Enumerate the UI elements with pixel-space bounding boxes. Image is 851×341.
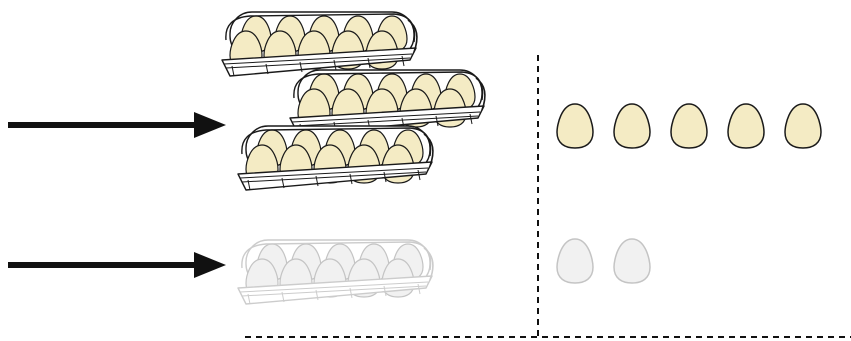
right-arrow-icon: [8, 252, 226, 278]
loose-egg: [613, 103, 651, 149]
divider-lines: [245, 55, 851, 338]
loose-egg: [727, 103, 765, 149]
tray-group: [221, 11, 486, 305]
loose-egg-group: [556, 103, 822, 284]
loose-egg: [556, 238, 594, 284]
loose-egg: [613, 238, 651, 284]
loose-egg: [670, 103, 708, 149]
egg-tray: [237, 239, 434, 305]
egg-tray: [289, 69, 486, 135]
loose-egg: [556, 103, 594, 149]
arrow-group: [8, 112, 226, 278]
egg-tray: [237, 125, 434, 191]
loose-egg: [784, 103, 822, 149]
egg-tray: [221, 11, 418, 77]
right-arrow-icon: [8, 112, 226, 138]
